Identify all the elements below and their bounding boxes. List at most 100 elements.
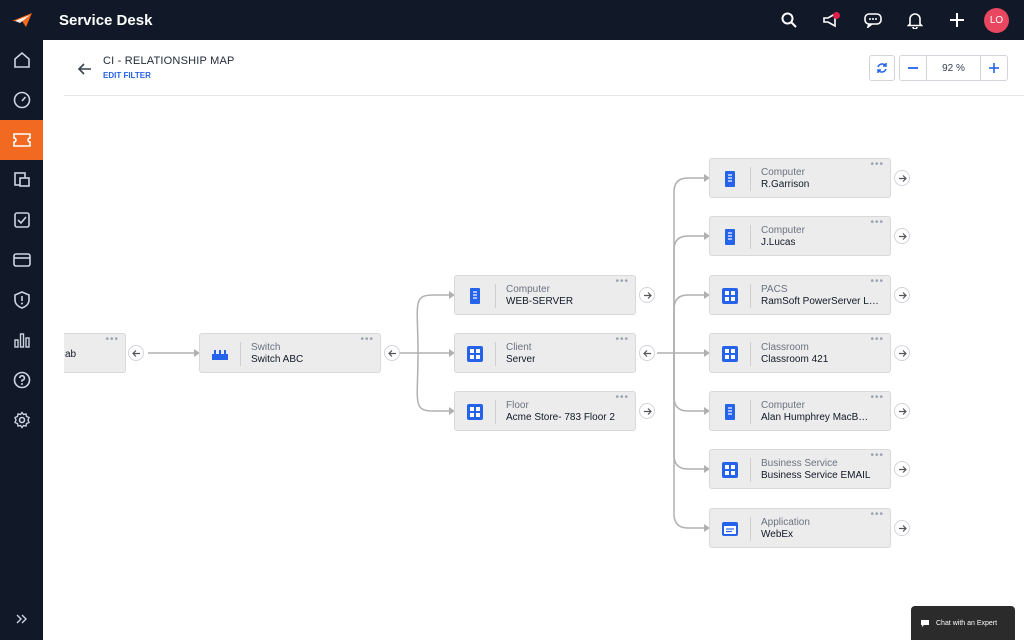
search-icon[interactable] [768, 0, 810, 40]
refresh-button[interactable] [869, 55, 895, 81]
ci-name: R.Garrison [761, 179, 810, 190]
more-options-icon[interactable]: ••• [870, 334, 884, 345]
ci-name: Alan Humphrey MacB… [761, 412, 869, 423]
collapse-left-arrow[interactable] [384, 345, 400, 361]
bar-chart-icon [13, 333, 30, 348]
more-options-icon[interactable]: ••• [615, 276, 629, 287]
ci-name: WebEx [761, 529, 794, 540]
ci-node-client[interactable]: Client Server ••• [454, 333, 636, 373]
ci-type: Computer [761, 225, 805, 236]
ci-node-alan[interactable]: Computer Alan Humphrey MacB… ••• [709, 391, 891, 431]
ci-node-lucas[interactable]: Computer J.Lucas ••• [709, 216, 891, 256]
ticket-icon [12, 133, 31, 147]
sidebar-item-reports[interactable] [0, 320, 43, 360]
node-separator [495, 284, 496, 308]
edit-filter-link[interactable]: EDIT FILTER [103, 71, 151, 80]
expand-right-arrow[interactable] [639, 403, 655, 419]
ci-node-application[interactable]: Application WebEx ••• [709, 508, 891, 548]
sidebar-item-home[interactable] [0, 40, 43, 80]
node-separator [750, 517, 751, 541]
user-avatar[interactable]: LO [984, 7, 1009, 33]
chat-with-expert-button[interactable]: Chat with an Expert [911, 606, 1015, 640]
expand-right-arrow[interactable] [894, 461, 910, 477]
back-arrow-icon[interactable] [76, 60, 94, 78]
ci-type: Business Service [761, 458, 838, 469]
expand-right-arrow[interactable] [894, 287, 910, 303]
ci-name: Switch ABC [251, 354, 304, 365]
notification-dot [833, 12, 840, 19]
ci-type: Floor [506, 400, 529, 411]
ci-node-pacs[interactable]: PACS RamSoft PowerServer L… ••• [709, 275, 891, 315]
switch-icon [210, 344, 230, 364]
chat-label: Chat with an Expert [936, 619, 998, 627]
sidebar-item-risk[interactable] [0, 280, 43, 320]
ci-type: Computer [761, 167, 805, 178]
computer-icon [720, 402, 740, 422]
ci-node-web-server[interactable]: Computer WEB-SERVER ••• [454, 275, 636, 315]
more-options-icon[interactable]: ••• [870, 276, 884, 287]
sidebar-item-tasks[interactable] [0, 200, 43, 240]
ci-name: Business Service EMAIL [761, 470, 871, 481]
more-options-icon[interactable]: ••• [870, 392, 884, 403]
sidebar-item-incidents[interactable] [0, 120, 43, 160]
solarwinds-logo-icon[interactable] [0, 0, 43, 40]
more-options-icon[interactable]: ••• [360, 334, 374, 345]
expand-right-arrow[interactable] [894, 520, 910, 536]
ci-node-garrison[interactable]: Computer R.Garrison ••• [709, 158, 891, 198]
node-separator [495, 400, 496, 424]
expand-right-arrow[interactable] [894, 345, 910, 361]
ci-name: Server [506, 354, 536, 365]
announcements-icon[interactable] [810, 0, 852, 40]
node-separator [750, 400, 751, 424]
more-options-icon[interactable]: ••• [870, 159, 884, 170]
zoom-control: 92 % [899, 55, 1008, 81]
refresh-icon [877, 63, 887, 73]
ci-name: J.Lucas [761, 237, 796, 248]
sidebar-item-catalog[interactable] [0, 240, 43, 280]
ci-node-floor[interactable]: Floor Acme Store- 783 Floor 2 ••• [454, 391, 636, 431]
node-separator [750, 167, 751, 191]
ci-type: Computer [761, 400, 805, 411]
ci-node-switch[interactable]: Switch Switch ABC ••• [199, 333, 381, 373]
add-icon[interactable] [936, 0, 978, 40]
zoom-level: 92 % [926, 56, 981, 80]
more-options-icon[interactable]: ••• [615, 334, 629, 345]
expand-right-arrow[interactable] [894, 403, 910, 419]
top-bar: Service Desk LO [0, 0, 1024, 40]
more-options-icon[interactable]: ••• [870, 509, 884, 520]
more-options-icon[interactable]: ••• [615, 392, 629, 403]
sidebar-item-assets[interactable] [0, 160, 43, 200]
help-icon [13, 371, 30, 389]
more-options-icon[interactable]: ••• [870, 217, 884, 228]
more-options-icon[interactable]: ••• [870, 450, 884, 461]
devices-icon [13, 172, 30, 187]
more-options-icon[interactable]: ••• [105, 334, 119, 345]
sidebar-item-help[interactable] [0, 360, 43, 400]
ci-name: RamSoft PowerServer L… [761, 296, 879, 307]
sidebar-item-dashboard[interactable] [0, 80, 43, 120]
computer-icon [720, 227, 740, 247]
ci-node-name: ab [65, 349, 77, 360]
bell-icon[interactable] [894, 0, 936, 40]
relationship-map-canvas[interactable]: ab ••• Switch Switch ABC ••• Computer WE… [64, 97, 1024, 640]
collapse-left-arrow[interactable] [639, 345, 655, 361]
collapse-left-arrow[interactable] [128, 345, 144, 361]
ci-node-business-service[interactable]: Business Service Business Service EMAIL … [709, 449, 891, 489]
ci-node-classroom[interactable]: Classroom Classroom 421 ••• [709, 333, 891, 373]
chat-icon[interactable] [852, 0, 894, 40]
node-separator [750, 225, 751, 249]
expand-right-arrow[interactable] [894, 170, 910, 186]
ci-type: PACS [761, 284, 788, 295]
checkbox-icon [13, 212, 30, 228]
page-header: CI - RELATIONSHIP MAP EDIT FILTER 92 % [64, 40, 1024, 96]
computer-icon [465, 286, 485, 306]
zoom-out-button[interactable] [900, 56, 926, 80]
gear-icon [13, 411, 30, 429]
expand-right-arrow[interactable] [639, 287, 655, 303]
expand-right-arrow[interactable] [894, 228, 910, 244]
ci-node-partial[interactable]: ab ••• [64, 333, 126, 373]
sidebar [0, 40, 43, 640]
expand-sidebar-icon[interactable] [0, 606, 43, 632]
zoom-in-button[interactable] [981, 56, 1007, 80]
sidebar-item-settings[interactable] [0, 400, 43, 440]
